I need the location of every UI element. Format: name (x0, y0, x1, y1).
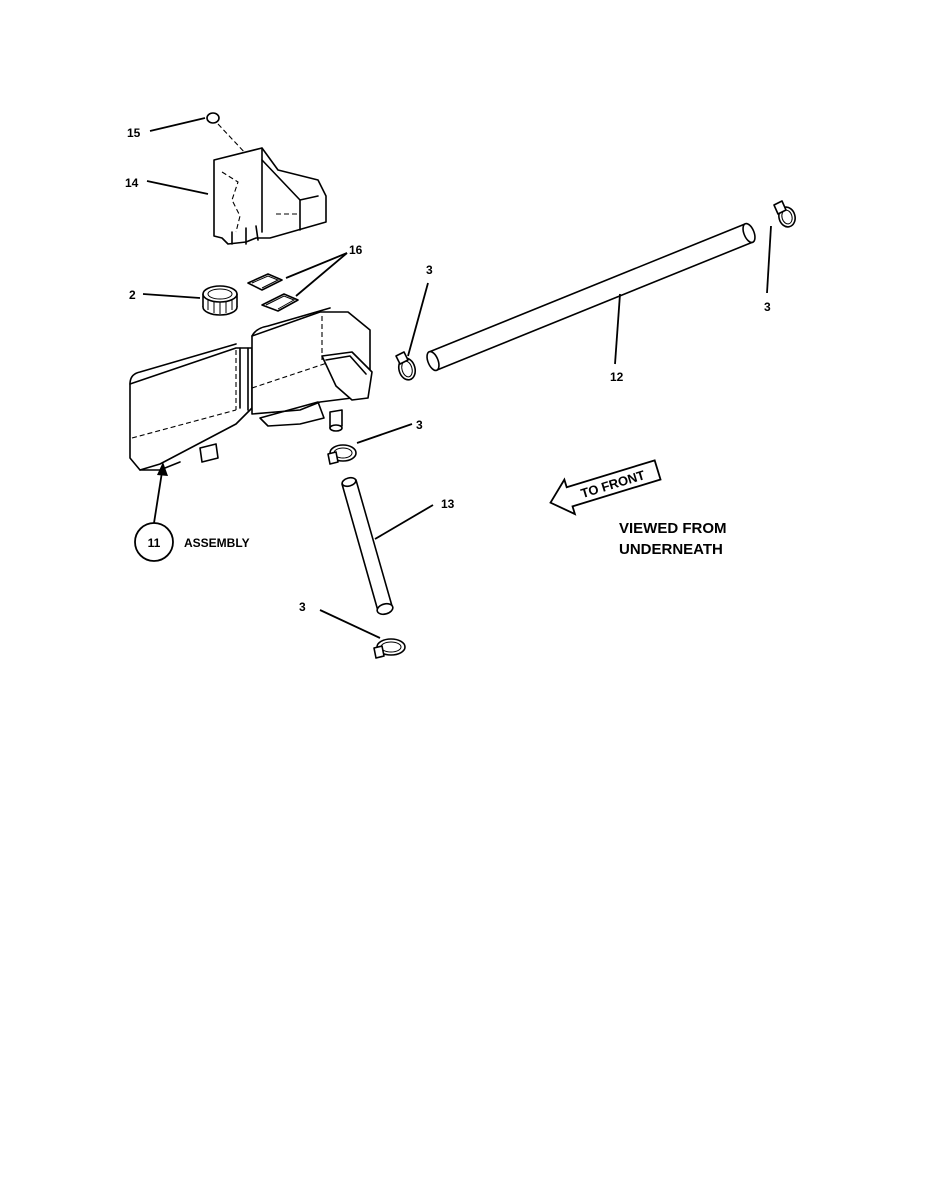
tank-assembly-11 (129, 307, 373, 471)
callout-3-mid: 3 (416, 418, 423, 432)
pipe-part-13 (341, 476, 394, 616)
clamp-part-3-right (773, 200, 796, 228)
callout-11-circle: 11 (134, 522, 174, 562)
ring-part-2 (202, 285, 238, 316)
leader-lines (142, 117, 772, 639)
to-front-arrow: TO FRONT (549, 459, 662, 516)
clamp-part-3-bottom (373, 638, 406, 659)
pipe-part-12 (426, 222, 756, 372)
pad-parts-16 (247, 273, 299, 312)
callout-14: 14 (125, 176, 139, 190)
callout-3-top-pipe: 3 (426, 263, 433, 277)
callout-11: 11 (148, 536, 161, 550)
callout-2: 2 (129, 288, 136, 302)
view-note-line1: VIEWED FROM (619, 520, 727, 537)
clamp-part-3-mid (327, 444, 357, 465)
callout-3-far-right: 3 (764, 300, 771, 314)
assembly-label: ASSEMBLY (184, 536, 250, 550)
bracket-part-14 (213, 147, 327, 245)
callout-3-bottom: 3 (299, 600, 306, 614)
callout-13: 13 (441, 497, 455, 511)
callout-16: 16 (349, 243, 363, 257)
clamp-part-3-top (395, 351, 417, 381)
callout-12: 12 (610, 370, 624, 384)
callout-15: 15 (127, 126, 141, 140)
view-note-line2: UNDERNEATH (619, 541, 723, 558)
